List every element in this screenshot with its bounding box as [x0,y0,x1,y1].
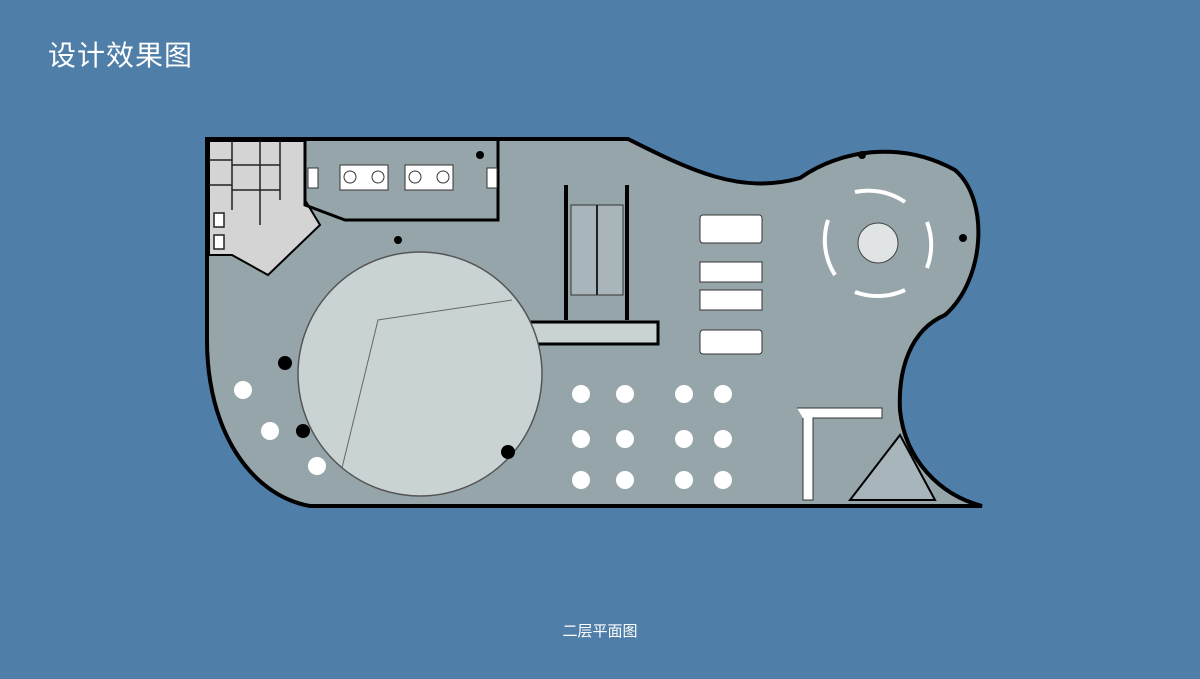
slide-title: 设计效果图 [48,39,194,72]
bar-counter [797,407,883,501]
atrium-bridge-line [341,299,513,469]
stair-core [528,185,660,346]
lounge-sofas [699,214,763,355]
meeting-room-wall [303,141,500,222]
reading-center-feature [857,222,899,264]
cafe-tables [234,381,732,489]
meeting-room-furniture [307,164,498,191]
reading-ring [822,188,934,299]
atrium-void [297,251,543,497]
columns [278,151,967,459]
plan-caption: 二层平面图 [562,622,638,640]
service-room [847,433,937,501]
restroom-stalls [209,141,281,250]
